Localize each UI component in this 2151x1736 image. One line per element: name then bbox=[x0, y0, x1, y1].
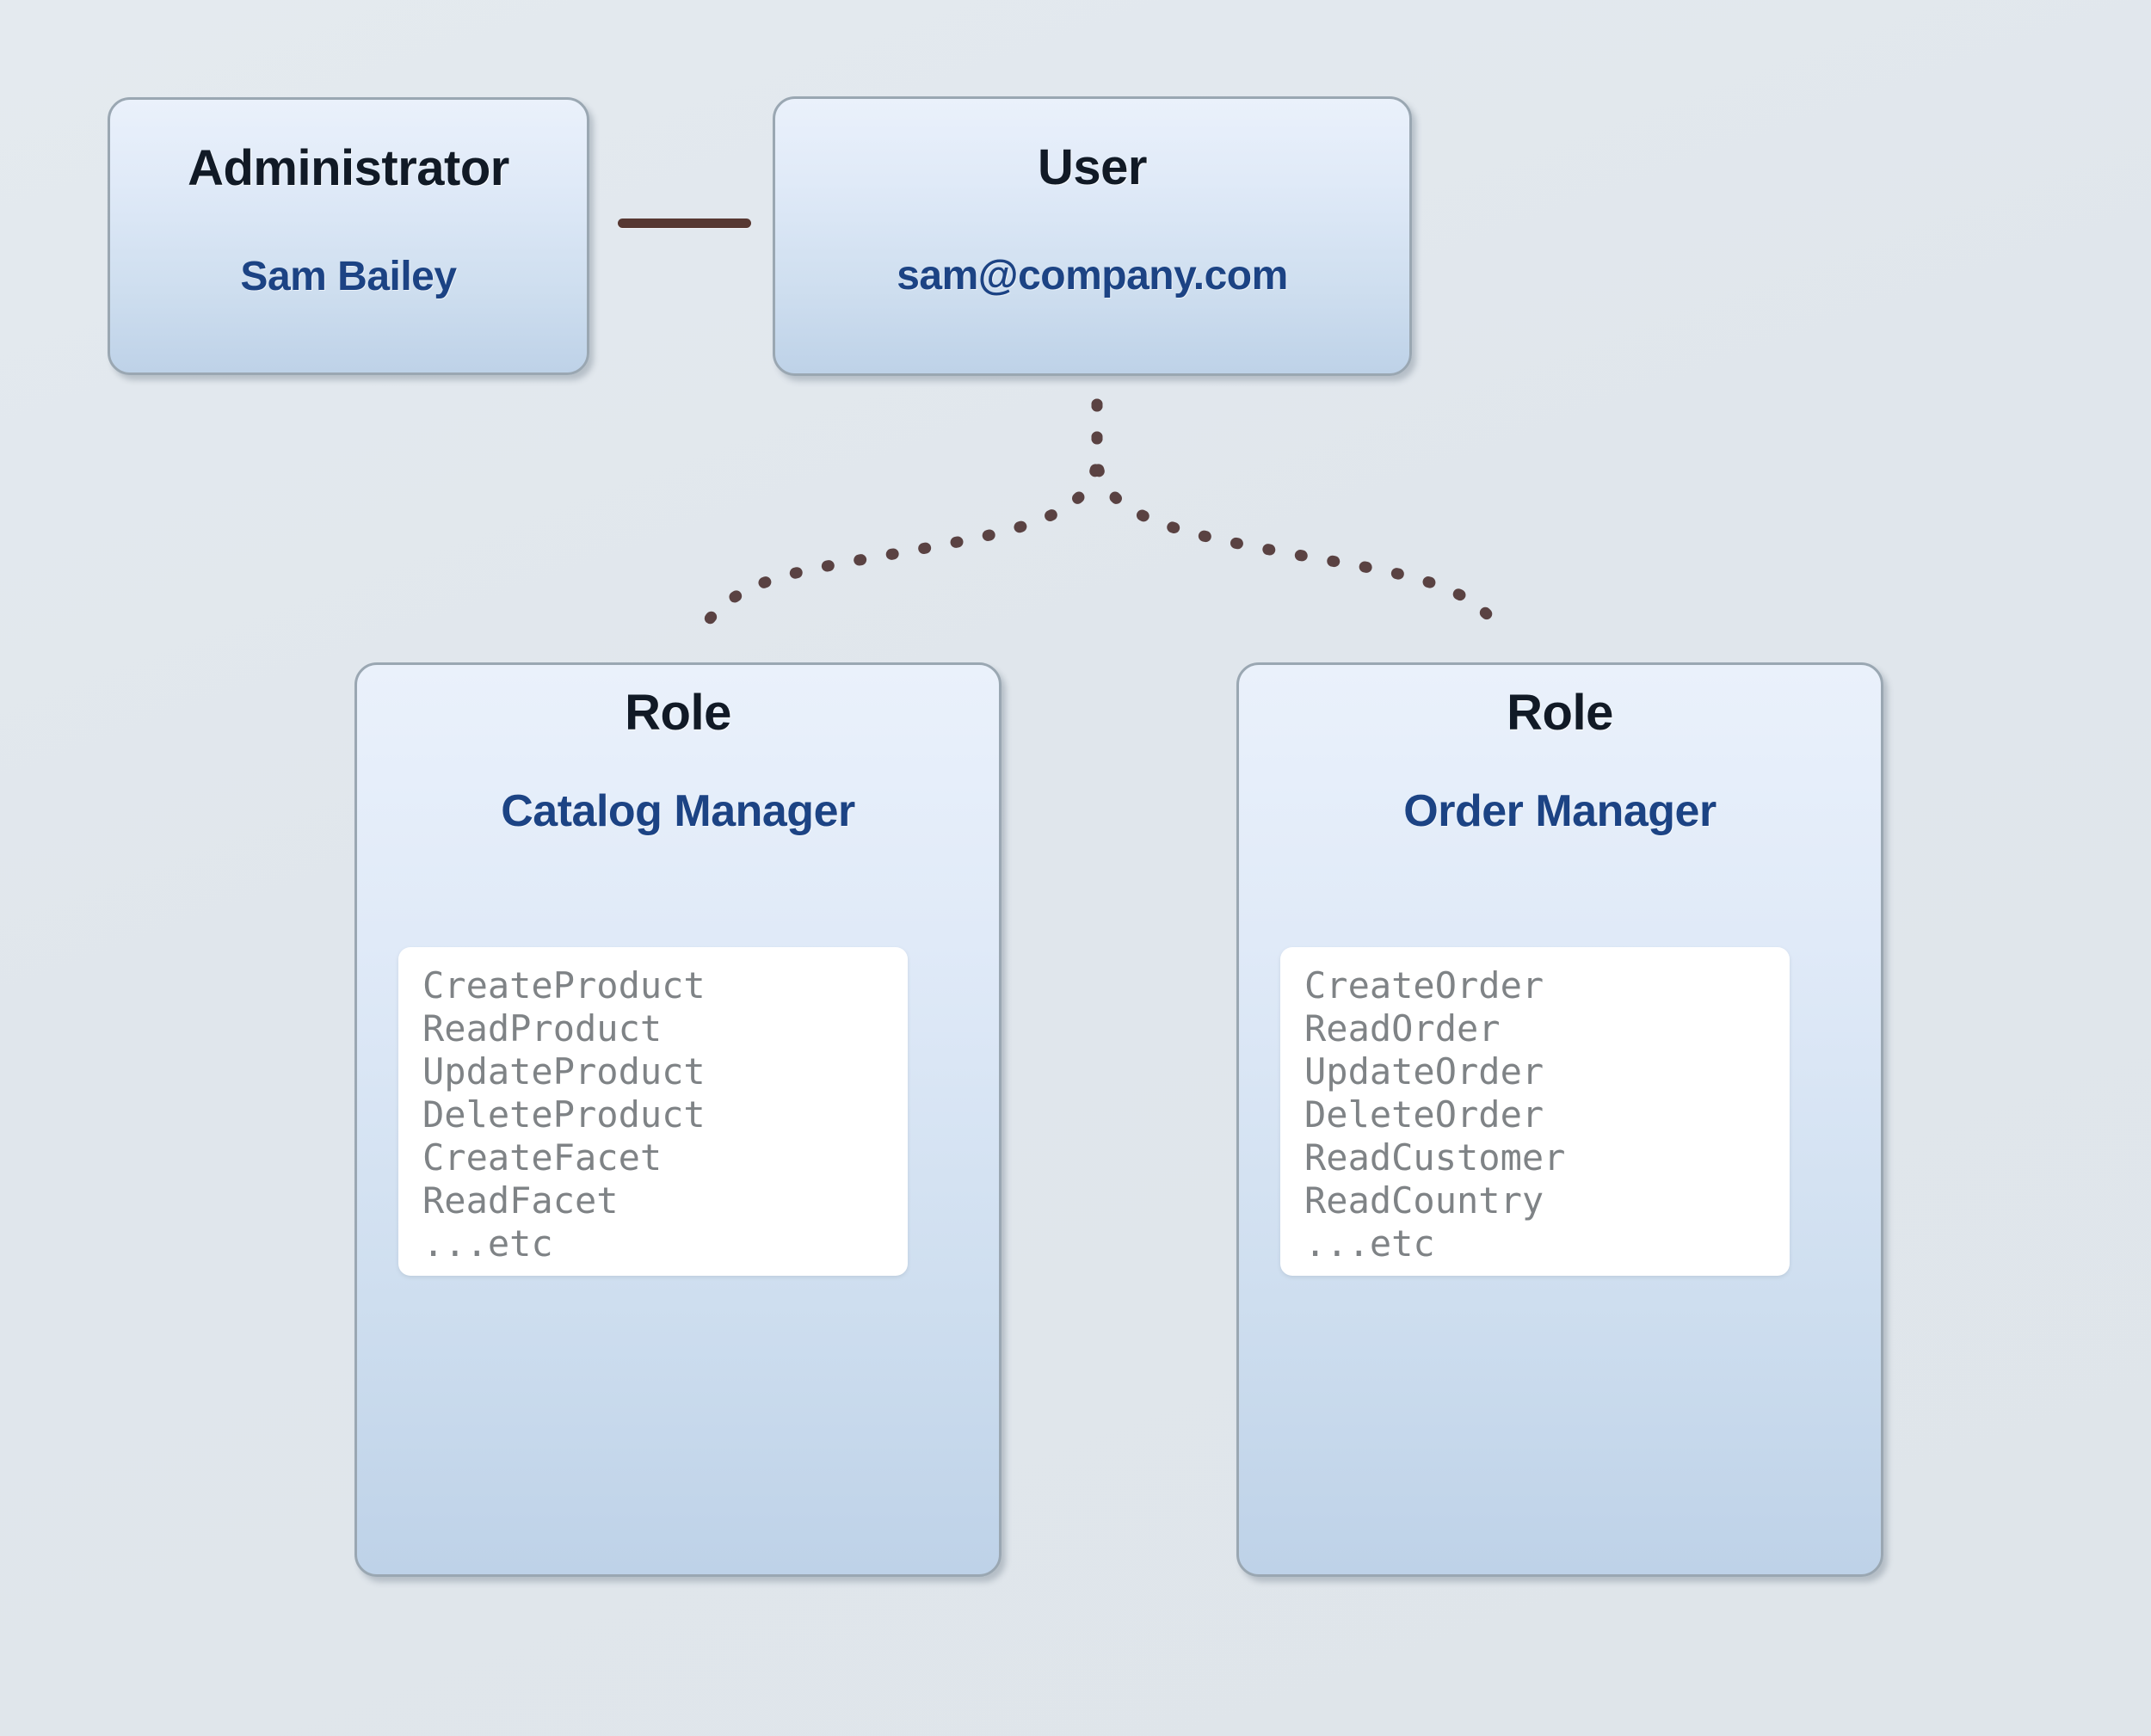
role-left-value-label: Catalog Manager bbox=[501, 786, 855, 836]
permission-item: UpdateOrder bbox=[1304, 1050, 1544, 1093]
user-value-label: sam@company.com bbox=[897, 253, 1288, 299]
role-right-value-label: Order Manager bbox=[1403, 786, 1716, 836]
permission-item: ...etc bbox=[422, 1222, 553, 1265]
permission-item: ReadFacet bbox=[422, 1179, 619, 1222]
permission-item: CreateProduct bbox=[422, 964, 706, 1007]
permission-item: DeleteProduct bbox=[422, 1093, 706, 1136]
permission-item: CreateFacet bbox=[422, 1136, 663, 1179]
permission-item: CreateOrder bbox=[1304, 964, 1544, 1007]
node-role-catalog-manager[interactable]: Role Catalog Manager CreateProduct ReadP… bbox=[354, 662, 1002, 1577]
permission-item: ...etc bbox=[1304, 1222, 1435, 1265]
role-left-type-label: Role bbox=[625, 685, 731, 741]
edge-user-to-role-right bbox=[1091, 398, 1505, 634]
role-right-type-label: Role bbox=[1507, 685, 1613, 741]
node-role-order-manager[interactable]: Role Order Manager CreateOrder ReadOrder… bbox=[1236, 662, 1883, 1577]
node-administrator[interactable]: Administrator Sam Bailey bbox=[108, 97, 589, 375]
node-user[interactable]: User sam@company.com bbox=[773, 96, 1412, 376]
edge-administrator-to-user bbox=[618, 219, 751, 228]
administrator-value-label: Sam Bailey bbox=[240, 254, 457, 299]
permission-item: ReadCustomer bbox=[1304, 1136, 1566, 1179]
role-left-permission-panel: CreateProduct ReadProduct UpdateProduct … bbox=[398, 947, 908, 1276]
role-right-permission-panel: CreateOrder ReadOrder UpdateOrder Delete… bbox=[1280, 947, 1790, 1276]
user-type-label: User bbox=[1038, 139, 1147, 195]
edge-user-to-role-left bbox=[698, 398, 1103, 632]
permission-item: ReadProduct bbox=[422, 1007, 663, 1050]
permission-item: UpdateProduct bbox=[422, 1050, 706, 1093]
permission-item: ReadCountry bbox=[1304, 1179, 1544, 1222]
permission-item: DeleteOrder bbox=[1304, 1093, 1544, 1136]
permission-item: ReadOrder bbox=[1304, 1007, 1501, 1050]
administrator-type-label: Administrator bbox=[188, 140, 509, 196]
